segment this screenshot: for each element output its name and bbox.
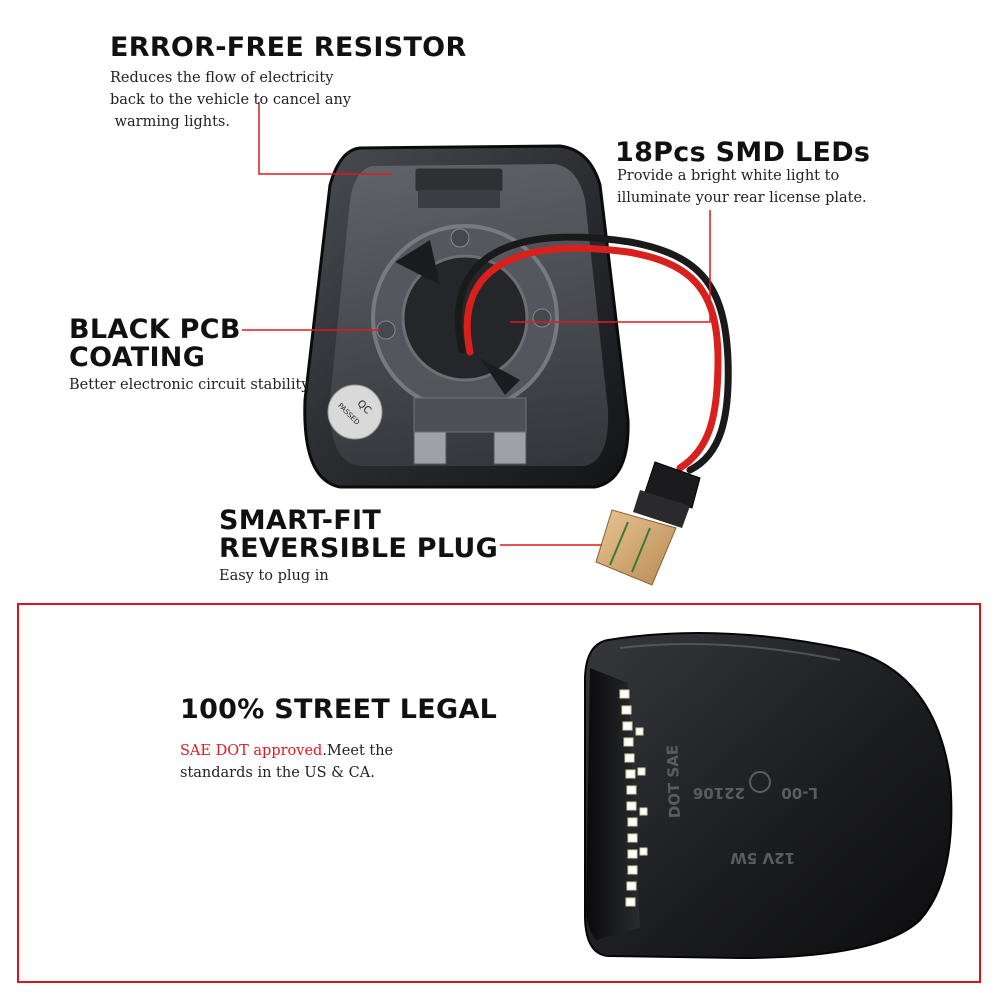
qc-sticker	[327, 384, 383, 440]
resistor-description: Reduces the flow of electricity back to …	[110, 67, 351, 133]
product-image-front-view: DOT SAE L-00 22106 12V 5W	[584, 631, 953, 960]
leds-title: 18Pcs SMD LEDs	[615, 137, 871, 168]
plug-description: Easy to plug in	[219, 568, 329, 584]
leader-line-leds	[510, 210, 711, 323]
product-image-back-view: QC PASSED	[242, 102, 732, 586]
pcb-title-line-1: BLACK PCB	[69, 314, 241, 345]
street-legal-description: SAE DOT approved.Meet the standards in t…	[180, 740, 393, 784]
wire-red	[463, 244, 722, 472]
leds-line-1: Provide a bright white light to	[617, 168, 840, 184]
leader-line-resistor	[258, 102, 392, 175]
housing-top-tab	[414, 167, 504, 193]
embossed-code: 22106	[693, 784, 745, 802]
sae-dot-highlight: SAE DOT approved	[180, 743, 323, 759]
resistor-line-1: Reduces the flow of electricity	[110, 70, 334, 86]
street-legal-frame	[17, 603, 981, 983]
plug-title: SMART-FIT REVERSIBLE PLUG	[219, 507, 498, 563]
resistor-title: ERROR-FREE RESISTOR	[110, 32, 467, 63]
pcb-title-line-2: COATING	[69, 342, 206, 373]
plug-title-line-2: REVERSIBLE PLUG	[219, 533, 499, 564]
street-legal-line-1-rest: .Meet the	[322, 743, 394, 759]
led-lens-strip	[586, 668, 640, 940]
smd-led-array	[619, 689, 648, 907]
emark-circle	[749, 771, 771, 793]
housing-clip-left	[413, 429, 447, 465]
leds-line-2: illuminate your rear license plate.	[617, 190, 867, 206]
embossed-l00: L-00	[781, 784, 818, 802]
embossed-rating: 12V 5W	[730, 849, 795, 867]
street-legal-title: 100% STREET LEGAL	[180, 694, 498, 725]
pcb-title: BLACK PCB COATING	[69, 316, 241, 372]
street-legal-line-2: standards in the US & CA.	[180, 765, 375, 781]
plug-title-line-1: SMART-FIT	[219, 505, 382, 536]
wire-black	[454, 233, 732, 474]
housing-front	[584, 631, 953, 960]
street-legal-line-1: SAE DOT approved.Meet the	[180, 740, 393, 762]
resistor-line-2: back to the vehicle to cancel any	[110, 92, 352, 108]
pcb-description: Better electronic circuit stability	[69, 377, 310, 393]
housing-clip-right	[493, 429, 527, 465]
resistor-line-3: warming lights.	[110, 114, 230, 130]
leds-description: Provide a bright white light to illumina…	[617, 165, 867, 209]
embossed-dot-sae: DOT SAE	[663, 745, 684, 819]
